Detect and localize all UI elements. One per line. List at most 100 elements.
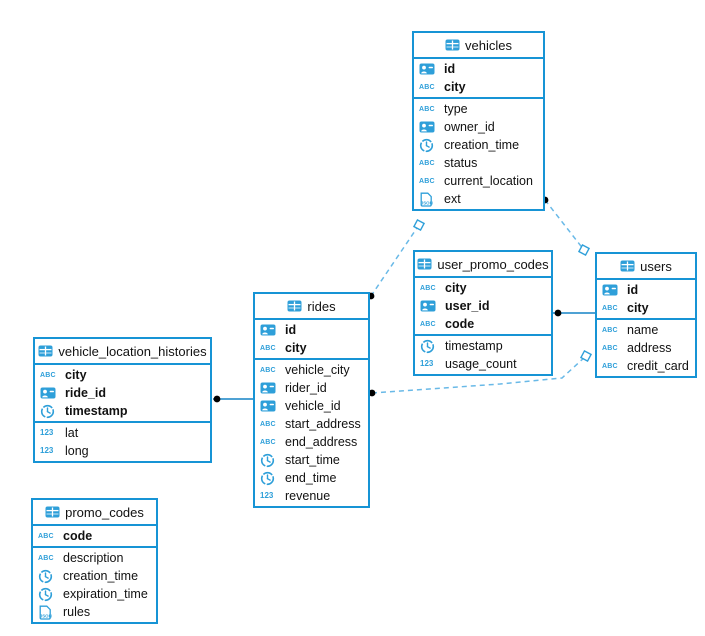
table-header[interactable]: vehicle_location_histories bbox=[35, 339, 210, 365]
field-row-rider_id[interactable]: rider_id bbox=[255, 379, 368, 397]
table-header[interactable]: promo_codes bbox=[33, 500, 156, 526]
field-row-credit_card[interactable]: ABC credit_card bbox=[597, 357, 695, 375]
table-header[interactable]: rides bbox=[255, 294, 368, 320]
table-header[interactable]: vehicles bbox=[414, 33, 543, 59]
field-row-timestamp[interactable]: timestamp bbox=[415, 337, 551, 355]
field-type-icon-holder bbox=[260, 382, 281, 394]
table-icon bbox=[45, 506, 60, 518]
field-name-label: long bbox=[65, 444, 89, 458]
field-name-label: credit_card bbox=[627, 359, 689, 373]
field-name-label: address bbox=[627, 341, 672, 355]
abc-type-icon: ABC bbox=[419, 159, 435, 167]
field-row-ride_id[interactable]: ride_id bbox=[35, 384, 210, 402]
field-name-label: type bbox=[444, 102, 468, 116]
field-row-id[interactable]: id bbox=[255, 321, 368, 339]
field-row-creation_time[interactable]: creation_time bbox=[33, 567, 156, 585]
abc-type-icon: ABC bbox=[602, 304, 618, 312]
field-row-id[interactable]: id bbox=[597, 281, 695, 299]
relation-edge-vehicles-to-users bbox=[544, 199, 585, 251]
field-type-icon-holder bbox=[38, 569, 59, 584]
field-type-icon-holder: ABC bbox=[420, 321, 441, 328]
id-badge-icon bbox=[419, 121, 435, 133]
relation-endpoint-square bbox=[412, 218, 426, 232]
clock-type-icon bbox=[40, 404, 55, 418]
field-row-user_id[interactable]: user_id bbox=[415, 297, 551, 315]
id-badge-icon bbox=[602, 284, 618, 296]
id-badge-icon bbox=[420, 300, 436, 312]
field-row-status[interactable]: ABC status bbox=[414, 154, 543, 172]
abc-type-icon: ABC bbox=[260, 420, 276, 428]
abc-type-icon: ABC bbox=[38, 532, 54, 540]
field-name-label: creation_time bbox=[63, 569, 139, 583]
field-row-timestamp[interactable]: timestamp bbox=[35, 402, 210, 420]
field-type-icon-holder bbox=[419, 63, 440, 75]
field-name-label: revenue bbox=[285, 489, 331, 503]
field-name-label: vehicle_id bbox=[285, 399, 341, 413]
field-row-expiration_time[interactable]: expiration_time bbox=[33, 585, 156, 603]
json-type-icon: JSON bbox=[39, 605, 52, 620]
svg-text:JSON: JSON bbox=[421, 200, 433, 205]
table-name: vehicle_location_histories bbox=[58, 343, 207, 359]
json-type-icon: JSON bbox=[420, 192, 433, 207]
relation-endpoint-dot bbox=[554, 309, 562, 317]
field-row-creation_time[interactable]: creation_time bbox=[414, 136, 543, 154]
field-row-start_time[interactable]: start_time bbox=[255, 451, 368, 469]
field-row-owner_id[interactable]: owner_id bbox=[414, 118, 543, 136]
field-type-icon-holder bbox=[260, 471, 281, 486]
abc-type-icon: ABC bbox=[419, 83, 435, 91]
field-type-icon-holder: ABC bbox=[40, 372, 61, 379]
abc-type-icon: ABC bbox=[602, 326, 618, 334]
field-type-icon-holder bbox=[602, 284, 623, 296]
field-name-label: start_address bbox=[285, 417, 361, 431]
field-type-icon-holder bbox=[38, 587, 59, 602]
field-row-id[interactable]: id bbox=[414, 60, 543, 78]
field-name-label: usage_count bbox=[445, 357, 517, 371]
field-type-icon-holder: ABC bbox=[602, 327, 623, 334]
field-row-ext[interactable]: JSON ext bbox=[414, 190, 543, 208]
table-header[interactable]: users bbox=[597, 254, 695, 280]
table-name: vehicles bbox=[465, 37, 512, 53]
field-row-end_time[interactable]: end_time bbox=[255, 469, 368, 487]
table-icon bbox=[620, 260, 635, 272]
field-type-icon-holder: 123 bbox=[40, 429, 61, 437]
field-name-label: ext bbox=[444, 192, 461, 206]
table-header[interactable]: user_promo_codes bbox=[415, 252, 551, 278]
field-type-icon-holder bbox=[420, 339, 441, 354]
field-row-vehicle_id[interactable]: vehicle_id bbox=[255, 397, 368, 415]
field-row-start_address[interactable]: ABC start_address bbox=[255, 415, 368, 433]
field-type-icon-holder: ABC bbox=[602, 363, 623, 370]
field-name-label: status bbox=[444, 156, 478, 170]
field-name-label: current_location bbox=[444, 174, 533, 188]
field-name-label: ride_id bbox=[65, 386, 106, 400]
